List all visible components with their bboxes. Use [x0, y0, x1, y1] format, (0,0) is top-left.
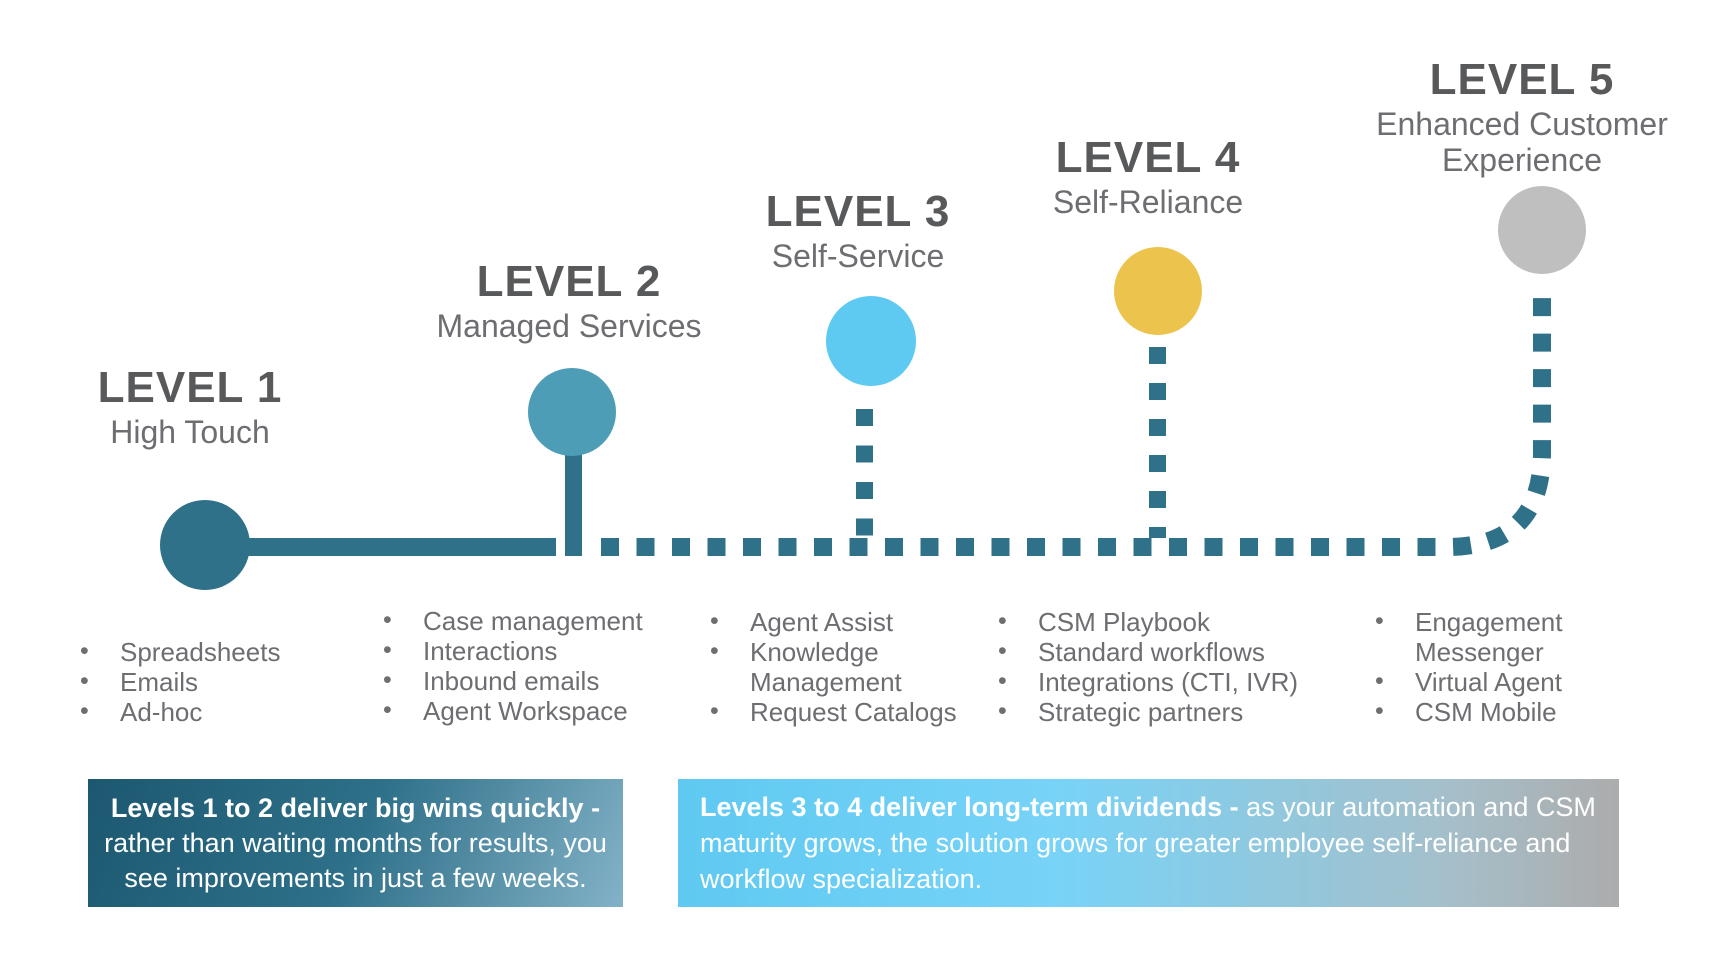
- level-3-title: LEVEL 3: [765, 187, 951, 236]
- list-item: Engagement Messenger: [1373, 606, 1633, 667]
- level-2-subtitle: Managed Services: [436, 308, 702, 344]
- level-5-feature-list: Engagement Messenger Virtual Agent CSM M…: [1373, 606, 1633, 727]
- level-2-heading: LEVEL 2 Managed Services: [394, 257, 744, 345]
- callout-levels-3-4-lead: Levels 3 to 4 deliver long-term dividend…: [700, 792, 1239, 822]
- callout-levels-3-4-body: as your automation and CSM maturity grow…: [700, 792, 1596, 894]
- level-4-title: LEVEL 4: [1055, 133, 1241, 182]
- list-item: Request Catalogs: [708, 696, 1008, 727]
- list-item: Emails: [78, 666, 348, 697]
- level-4-subtitle: Self-Reliance: [1052, 184, 1244, 220]
- level-4-circle: [1114, 247, 1202, 335]
- level-3-heading: LEVEL 3 Self-Service: [708, 187, 1008, 275]
- level-1-title: LEVEL 1: [97, 363, 283, 412]
- level-2-feature-list: Case management Interactions Inbound ema…: [381, 605, 701, 726]
- level-4-feature-list: CSM Playbook Standard workflows Integrat…: [996, 606, 1356, 727]
- level-5-circle: [1498, 186, 1586, 274]
- level-5-heading: LEVEL 5 Enhanced Customer Experience: [1347, 55, 1697, 179]
- callout-levels-1-2-body: rather than waiting months for results, …: [104, 828, 607, 893]
- list-item: Inbound emails: [381, 665, 701, 696]
- list-item: CSM Playbook: [996, 606, 1356, 637]
- level-3-feature-list: Agent Assist Knowledge Management Reques…: [708, 606, 1008, 727]
- list-item: Agent Assist: [708, 606, 1008, 637]
- level-3-subtitle: Self-Service: [771, 238, 945, 274]
- list-item: Integrations (CTI, IVR): [996, 666, 1356, 697]
- list-item: Strategic partners: [996, 696, 1356, 727]
- list-item: Interactions: [381, 635, 701, 666]
- list-item: Case management: [381, 605, 701, 636]
- list-item: Agent Workspace: [381, 695, 701, 726]
- list-item: Spreadsheets: [78, 636, 348, 667]
- level-1-subtitle: High Touch: [110, 414, 270, 450]
- callout-levels-3-4-text: Levels 3 to 4 deliver long-term dividend…: [700, 789, 1597, 897]
- list-item: Ad-hoc: [78, 696, 348, 727]
- level-2-circle: [528, 368, 616, 456]
- level-5-subtitle: Enhanced Customer Experience: [1376, 106, 1668, 178]
- dashed-line-to-level5: [601, 288, 1551, 556]
- level-2-title: LEVEL 2: [476, 257, 662, 306]
- level-4-heading: LEVEL 4 Self-Reliance: [973, 133, 1323, 221]
- callout-levels-1-2: Levels 1 to 2 deliver big wins quickly -…: [88, 779, 623, 907]
- list-item: Knowledge Management: [708, 636, 1008, 697]
- callout-levels-3-4: Levels 3 to 4 deliver long-term dividend…: [678, 779, 1619, 907]
- list-item: Standard workflows: [996, 636, 1356, 667]
- level-1-feature-list: Spreadsheets Emails Ad-hoc: [78, 636, 348, 727]
- list-item: CSM Mobile: [1373, 696, 1633, 727]
- level-5-title: LEVEL 5: [1429, 55, 1615, 104]
- level-1-heading: LEVEL 1 High Touch: [40, 363, 340, 451]
- level-3-circle: [826, 296, 916, 386]
- list-item: Virtual Agent: [1373, 666, 1633, 697]
- level-1-circle: [160, 500, 250, 590]
- callout-levels-1-2-lead: Levels 1 to 2 deliver big wins quickly -: [110, 793, 601, 823]
